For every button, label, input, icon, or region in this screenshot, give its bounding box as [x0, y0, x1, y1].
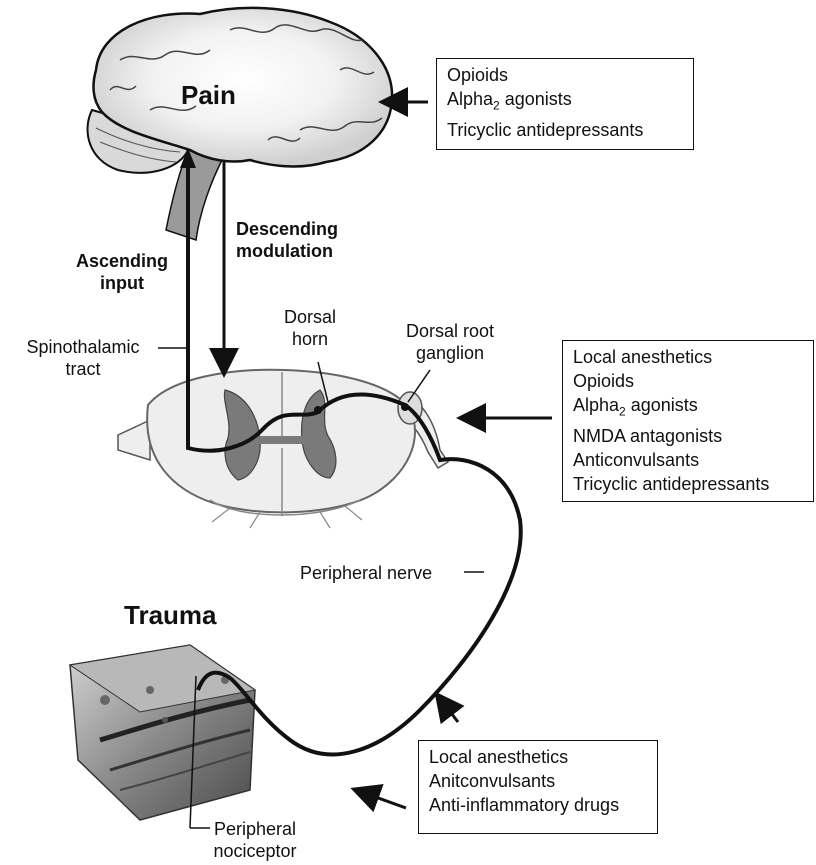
descending-modulation-line-2: modulation	[236, 240, 338, 262]
drug-opioids: Opioids	[447, 63, 685, 87]
peripheral-nociceptor-line-2: nociceptor	[205, 840, 305, 862]
drug-local-anesthetics: Local anesthetics	[573, 345, 805, 369]
drug-anti-inflammatory: Anti-inflammatory drugs	[429, 793, 649, 817]
descending-modulation-line-1: Descending	[236, 218, 338, 240]
descending-modulation-label: Descending modulation	[236, 218, 338, 262]
dorsal-horn-line-1: Dorsal	[270, 306, 350, 328]
periphery-drug-box: Local anesthetics Anitconvulsants Anti-i…	[418, 740, 658, 834]
drug-alpha2-agonists: Alpha2 agonists	[573, 393, 805, 424]
pain-label: Pain	[181, 80, 236, 110]
ganglion-cell-body	[401, 403, 409, 411]
drug-local-anesthetics: Local anesthetics	[429, 745, 649, 769]
dorsal-root-ganglion-label: Dorsal root ganglion	[400, 320, 500, 364]
spinothalamic-tract-label: Spinothalamic tract	[10, 336, 156, 380]
ascending-input-line-2: input	[64, 272, 180, 294]
trauma-tissue-illustration	[70, 645, 255, 820]
dorsal-horn-synapse	[314, 406, 322, 414]
peripheral-nociceptor-line-1: Peripheral	[205, 818, 305, 840]
arrow-to-tissue	[356, 790, 406, 808]
dorsal-horn-line-2: horn	[270, 328, 350, 350]
dorsal-root-ganglion-line-2: ganglion	[400, 342, 500, 364]
brain-drug-box: Opioids Alpha2 agonists Tricyclic antide…	[436, 58, 694, 150]
drug-opioids: Opioids	[573, 369, 805, 393]
drug-anticonvulsants: Anticonvulsants	[573, 448, 805, 472]
ascending-input-line-1: Ascending	[64, 250, 180, 272]
spinal-cord-illustration	[118, 370, 448, 528]
brain-illustration	[88, 8, 393, 240]
drug-tricyclic: Tricyclic antidepressants	[573, 472, 805, 496]
drug-alpha2-agonists: Alpha2 agonists	[447, 87, 685, 118]
spinal-drug-box: Local anesthetics Opioids Alpha2 agonist…	[562, 340, 814, 502]
peripheral-nerve-label: Peripheral nerve	[300, 562, 432, 584]
dorsal-horn-label: Dorsal horn	[270, 306, 350, 350]
dorsal-root-ganglion-line-1: Dorsal root	[400, 320, 500, 342]
trauma-label: Trauma	[124, 600, 217, 630]
drug-tricyclic: Tricyclic antidepressants	[447, 118, 685, 142]
ascending-input-label: Ascending input	[64, 250, 180, 294]
peripheral-nociceptor-label: Peripheral nociceptor	[205, 818, 305, 862]
spinothalamic-line-1: Spinothalamic	[10, 336, 156, 358]
arrow-to-nerve	[438, 696, 458, 722]
spinothalamic-line-2: tract	[10, 358, 156, 380]
drug-nmda-antagonists: NMDA antagonists	[573, 424, 805, 448]
drug-anticonvulsants: Anitconvulsants	[429, 769, 649, 793]
